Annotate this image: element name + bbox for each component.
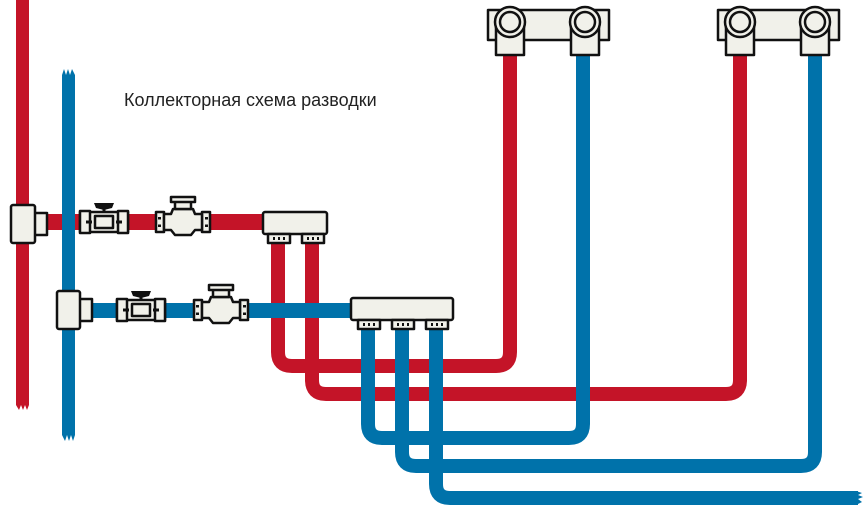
cold-line-fixture-2 <box>395 55 822 473</box>
cold-line-outgoing <box>429 328 858 505</box>
cold-manifold-outlet <box>356 318 382 331</box>
cold-tee-fitting <box>55 289 94 331</box>
cold-pressure-reducer <box>192 283 250 325</box>
cold-manifold <box>349 296 455 331</box>
hot-tee-fitting <box>9 203 49 245</box>
hot-line-fixture-2 <box>305 55 747 401</box>
diagram-title: Коллекторная схема разводки <box>124 90 377 110</box>
hot-manifold-outlet <box>300 232 326 245</box>
hot-pressure-reducer <box>154 195 212 237</box>
cold-riser <box>62 69 75 441</box>
cold-line-fixture-1 <box>361 55 590 445</box>
cold-line-cut-end <box>856 491 863 505</box>
mixer-fixture-1 <box>486 5 611 57</box>
hot-line-fixture-1 <box>271 55 517 373</box>
cold-manifold-outlet <box>424 318 450 331</box>
cold-ball-valve <box>115 289 167 323</box>
hot-manifold-outlet <box>266 232 292 245</box>
mixer-fixture-2 <box>716 5 841 57</box>
cold-manifold-outlet <box>390 318 416 331</box>
hot-ball-valve <box>78 201 130 235</box>
hot-manifold <box>261 210 329 245</box>
